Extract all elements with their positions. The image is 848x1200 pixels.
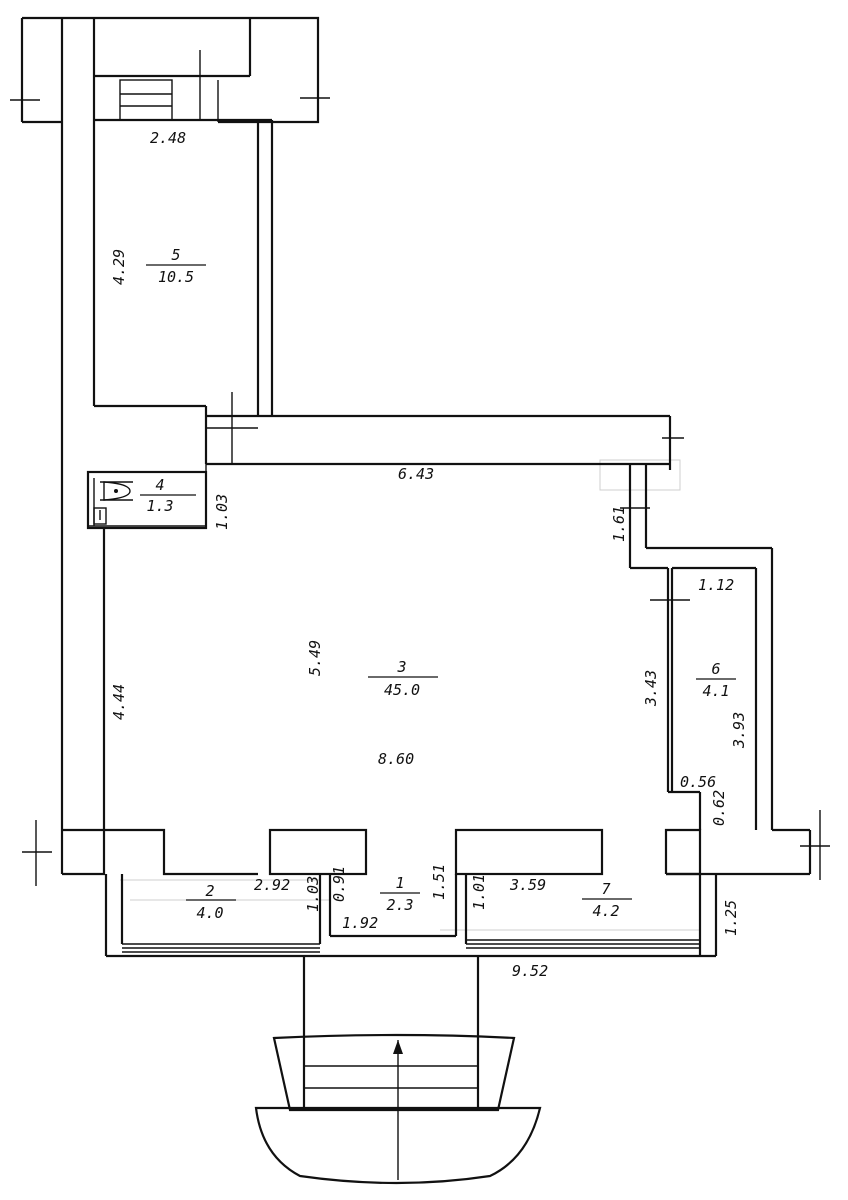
dim-1-61: 1.61 (610, 506, 628, 542)
corridor-band-walls (204, 392, 684, 470)
svg-text:6: 6 (711, 660, 720, 678)
dim-1-03-vestibule: 1.03 (304, 876, 322, 912)
dim-4-29: 4.29 (110, 249, 128, 285)
top-wing-walls (10, 16, 330, 830)
dim-5-49: 5.49 (306, 640, 324, 676)
svg-text:4.0: 4.0 (196, 904, 223, 922)
svg-text:3: 3 (396, 658, 406, 676)
room-label-5: 5 10.5 (146, 246, 206, 286)
dim-6-43: 6.43 (398, 465, 434, 483)
dim-1-03-wc: 1.03 (213, 494, 231, 530)
dim-3-43: 3.43 (642, 670, 660, 707)
dim-1-92: 1.92 (342, 914, 378, 932)
entrance-stairs (254, 956, 542, 1185)
dim-2-92: 2.92 (254, 876, 290, 894)
dim-4-44: 4.44 (110, 684, 128, 720)
room-label-4: 4 1.3 (140, 476, 196, 515)
svg-text:7: 7 (601, 880, 610, 898)
svg-text:5: 5 (171, 246, 180, 264)
front-wall (60, 828, 812, 958)
svg-text:4.1: 4.1 (702, 682, 729, 700)
dim-3-93: 3.93 (730, 712, 748, 749)
dim-2-48: 2.48 (150, 129, 186, 147)
dim-9-52: 9.52 (512, 962, 548, 980)
dimension-labels: 2.48 4.29 6.43 1.03 1.61 1.12 5.49 3.43 … (110, 129, 748, 980)
svg-text:1.3: 1.3 (146, 497, 173, 515)
room-label-1: 1 2.3 (380, 874, 420, 914)
main-hall-walls (22, 464, 830, 886)
dim-1-01: 1.01 (470, 874, 488, 910)
dim-0-91: 0.91 (330, 866, 348, 902)
dim-1-25: 1.25 (722, 900, 740, 936)
dim-3-59: 3.59 (509, 876, 546, 894)
dim-1-12: 1.12 (698, 576, 734, 594)
dim-1-51: 1.51 (430, 864, 448, 900)
svg-text:45.0: 45.0 (384, 681, 420, 699)
svg-text:10.5: 10.5 (158, 268, 194, 286)
room-label-7: 7 4.2 (582, 880, 632, 920)
svg-text:2.3: 2.3 (386, 896, 413, 914)
svg-text:1: 1 (395, 874, 404, 892)
dim-0-62: 0.62 (710, 790, 728, 826)
svg-text:4: 4 (155, 476, 164, 494)
svg-text:2: 2 (205, 882, 214, 900)
svg-text:4.2: 4.2 (592, 902, 619, 920)
dim-8-60: 8.60 (378, 750, 414, 768)
dim-0-56: 0.56 (680, 773, 716, 791)
room-label-3: 3 45.0 (368, 658, 438, 699)
background-traces (120, 459, 700, 931)
room-label-6: 6 4.1 (696, 660, 736, 700)
room-labels: 5 10.5 4 1.3 3 45.0 6 4.1 2 4.0 1 2.3 (140, 246, 736, 922)
room-label-2: 2 4.0 (186, 882, 236, 922)
